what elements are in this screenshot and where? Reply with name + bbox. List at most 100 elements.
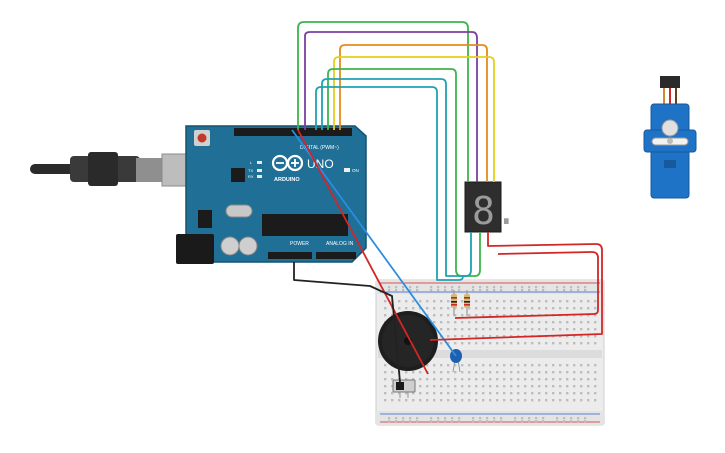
breadboard-hole[interactable] (594, 392, 597, 395)
breadboard-hole[interactable] (475, 328, 478, 331)
breadboard-hole[interactable] (419, 378, 422, 381)
rail-hole[interactable] (514, 289, 517, 292)
rail-hole[interactable] (486, 417, 489, 420)
rail-hole[interactable] (570, 289, 573, 292)
rail-hole[interactable] (402, 420, 405, 423)
rail-hole[interactable] (388, 420, 391, 423)
breadboard-hole[interactable] (538, 399, 541, 402)
rail-hole[interactable] (444, 417, 447, 420)
rail-hole[interactable] (493, 286, 496, 289)
rail-hole[interactable] (584, 420, 587, 423)
breadboard-hole[interactable] (594, 371, 597, 374)
breadboard-hole[interactable] (524, 321, 527, 324)
wire[interactable] (304, 31, 478, 182)
resistor[interactable] (464, 290, 470, 316)
breadboard-hole[interactable] (517, 307, 520, 310)
breadboard-hole[interactable] (482, 314, 485, 317)
wire[interactable] (297, 129, 429, 375)
breadboard-hole[interactable] (496, 328, 499, 331)
breadboard-hole[interactable] (475, 385, 478, 388)
rail-hole[interactable] (570, 417, 573, 420)
breadboard-hole[interactable] (517, 342, 520, 345)
breadboard-hole[interactable] (475, 314, 478, 317)
breadboard-hole[interactable] (468, 385, 471, 388)
breadboard-hole[interactable] (524, 399, 527, 402)
breadboard-hole[interactable] (580, 392, 583, 395)
breadboard-hole[interactable] (531, 378, 534, 381)
breadboard-hole[interactable] (573, 335, 576, 338)
power-jack[interactable] (176, 234, 214, 264)
breadboard-hole[interactable] (531, 300, 534, 303)
breadboard-hole[interactable] (496, 385, 499, 388)
breadboard-hole[interactable] (580, 371, 583, 374)
seven-segment-display[interactable]: 8. (464, 181, 518, 233)
breadboard-hole[interactable] (482, 399, 485, 402)
breadboard-hole[interactable] (468, 371, 471, 374)
breadboard-hole[interactable] (573, 300, 576, 303)
breadboard-hole[interactable] (517, 328, 520, 331)
breadboard-hole[interactable] (566, 378, 569, 381)
breadboard-hole[interactable] (440, 392, 443, 395)
breadboard-hole[interactable] (587, 307, 590, 310)
breadboard-hole[interactable] (559, 364, 562, 367)
breadboard-hole[interactable] (580, 399, 583, 402)
breadboard-hole[interactable] (419, 385, 422, 388)
rail-hole[interactable] (416, 420, 419, 423)
breadboard-hole[interactable] (503, 328, 506, 331)
rail-hole[interactable] (444, 420, 447, 423)
breadboard-hole[interactable] (412, 300, 415, 303)
breadboard-hole[interactable] (580, 378, 583, 381)
breadboard-hole[interactable] (510, 399, 513, 402)
breadboard-hole[interactable] (454, 392, 457, 395)
breadboard-hole[interactable] (510, 307, 513, 310)
breadboard-hole[interactable] (559, 307, 562, 310)
breadboard-hole[interactable] (419, 399, 422, 402)
breadboard-hole[interactable] (594, 328, 597, 331)
breadboard-hole[interactable] (426, 399, 429, 402)
breadboard-hole[interactable] (489, 392, 492, 395)
rail-hole[interactable] (521, 286, 524, 289)
breadboard-hole[interactable] (517, 385, 520, 388)
breadboard-hole[interactable] (552, 385, 555, 388)
rail-hole[interactable] (584, 286, 587, 289)
servo-motor[interactable] (643, 76, 697, 199)
breadboard-hole[interactable] (538, 321, 541, 324)
rail-hole[interactable] (514, 417, 517, 420)
wire[interactable] (315, 86, 464, 281)
breadboard-hole[interactable] (538, 392, 541, 395)
breadboard-hole[interactable] (475, 364, 478, 367)
breadboard-hole[interactable] (503, 342, 506, 345)
breadboard-hole[interactable] (517, 314, 520, 317)
breadboard-hole[interactable] (447, 371, 450, 374)
breadboard-hole[interactable] (398, 307, 401, 310)
rail-hole[interactable] (388, 289, 391, 292)
rail-hole[interactable] (542, 417, 545, 420)
breadboard-hole[interactable] (587, 335, 590, 338)
rail-hole[interactable] (409, 417, 412, 420)
breadboard-hole[interactable] (559, 342, 562, 345)
breadboard-hole[interactable] (552, 371, 555, 374)
breadboard-hole[interactable] (433, 385, 436, 388)
breadboard-hole[interactable] (384, 364, 387, 367)
breadboard-hole[interactable] (412, 392, 415, 395)
breadboard-hole[interactable] (454, 335, 457, 338)
breadboard-hole[interactable] (580, 300, 583, 303)
breadboard-hole[interactable] (510, 328, 513, 331)
rail-hole[interactable] (521, 417, 524, 420)
breadboard-hole[interactable] (559, 378, 562, 381)
rail-hole[interactable] (514, 286, 517, 289)
rail-hole[interactable] (556, 417, 559, 420)
breadboard-hole[interactable] (447, 399, 450, 402)
rail-hole[interactable] (486, 420, 489, 423)
breadboard-hole[interactable] (517, 392, 520, 395)
breadboard-hole[interactable] (454, 364, 457, 367)
breadboard-hole[interactable] (552, 328, 555, 331)
breadboard-hole[interactable] (496, 321, 499, 324)
breadboard-hole[interactable] (461, 364, 464, 367)
breadboard-hole[interactable] (580, 342, 583, 345)
breadboard-hole[interactable] (475, 307, 478, 310)
breadboard-hole[interactable] (559, 392, 562, 395)
breadboard-hole[interactable] (524, 392, 527, 395)
breadboard-hole[interactable] (433, 300, 436, 303)
breadboard-hole[interactable] (482, 371, 485, 374)
